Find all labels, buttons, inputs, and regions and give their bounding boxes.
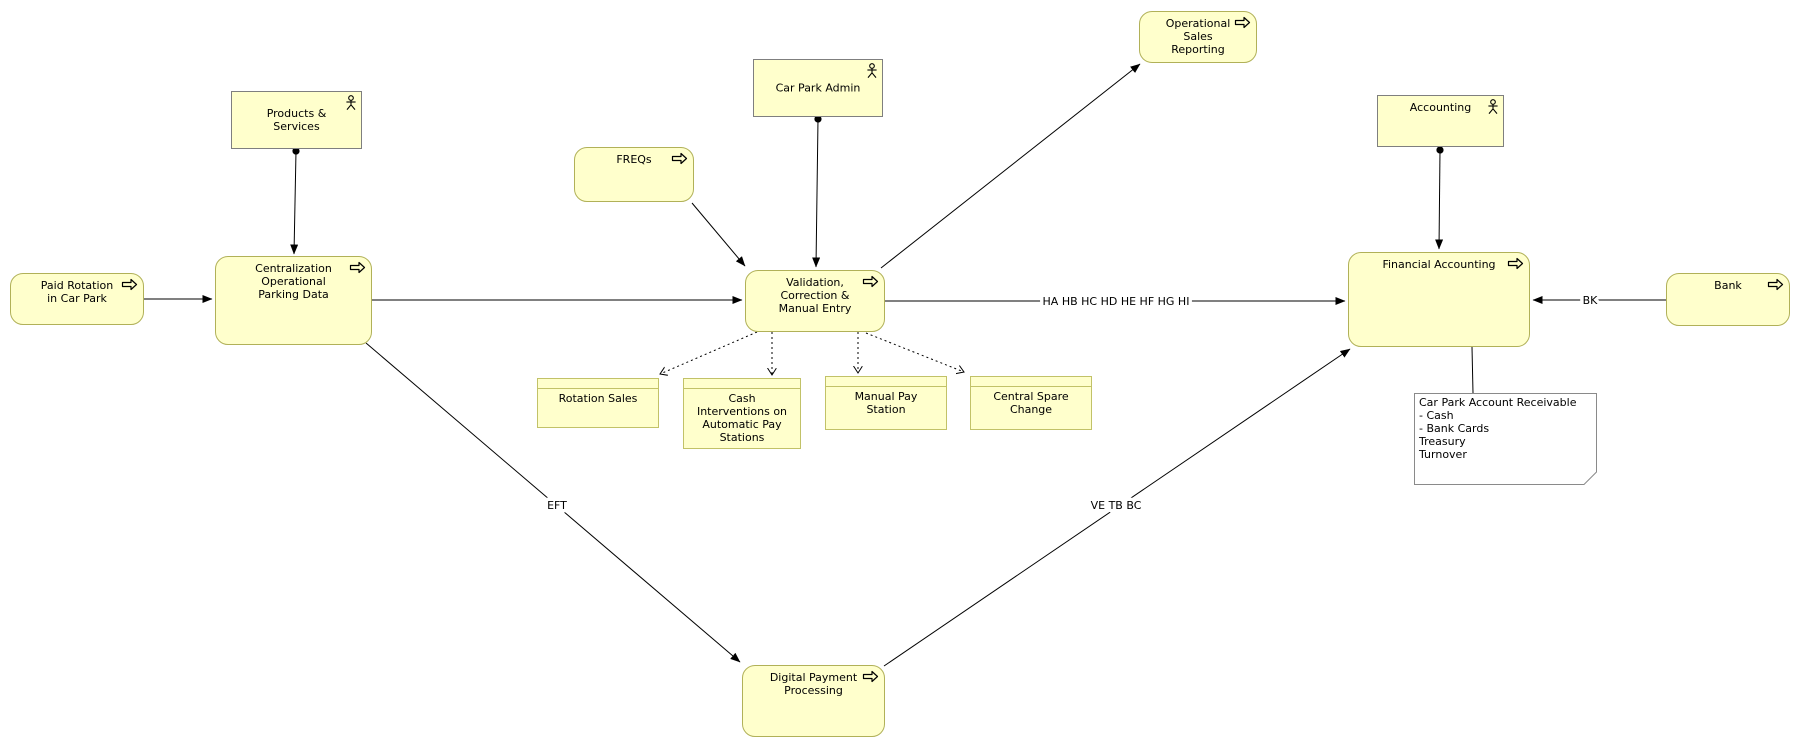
financial-accounting[interactable]: Financial Accounting [1348,252,1530,347]
edge-products-services-to-centralization [290,147,300,255]
node-label: Financial Accounting [1382,258,1496,271]
operational-sales-reporting[interactable]: Operational Sales Reporting [1139,11,1257,63]
node-label: Central Spare Change [993,390,1069,416]
rotation-sales[interactable]: Rotation Sales [537,378,659,428]
node-label: FREQs [616,153,652,166]
object-top-band [971,377,1091,387]
centralization-operational-parking-data[interactable]: Centralization Operational Parking Data [215,256,372,345]
object-top-band [538,379,658,389]
process-arrow-icon [1234,16,1251,32]
process-arrow-icon [1767,278,1784,294]
edge-freqs-to-validation [691,202,746,267]
node-label: Manual Pay Station [854,390,918,416]
node-label: Operational Sales Reporting [1165,17,1231,56]
process-arrow-icon [349,261,366,277]
process-arrow-icon [671,152,688,168]
edge-accounting-to-financial-accounting [1435,146,1444,250]
edge-label-centralization-to-digital-payment: EFT [547,499,567,512]
manual-pay-station[interactable]: Manual Pay Station [825,376,947,430]
edge-validation-to-rotation-sales [660,331,758,374]
bank[interactable]: Bank [1666,273,1790,326]
products-services[interactable]: Products & Services [231,91,362,149]
process-arrow-icon [862,275,879,291]
node-label: Validation, Correction & Manual Entry [778,276,852,315]
note-label: Car Park Account Receivable - Cash - Ban… [1419,396,1577,461]
node-label: Digital Payment Processing [769,671,858,697]
node-label: Products & Services [266,107,327,133]
node-label: Bank [1714,279,1742,292]
edge-validation-to-operational-sales-reporting [880,63,1141,269]
digital-payment-processing[interactable]: Digital Payment Processing [742,665,885,737]
edge-label-digital-payment-to-financial-accounting: VE TB BC [1091,499,1142,512]
edge-label-bank-to-financial-accounting: BK [1583,294,1599,307]
actor-icon [345,95,357,114]
paid-rotation-in-car-park[interactable]: Paid Rotation in Car Park [10,273,144,325]
note-outline [1414,393,1597,485]
edge-centralization-to-digital-payment [365,342,741,663]
actor-icon [1487,99,1499,118]
process-arrow-icon [862,670,879,686]
node-label: Car Park Admin [775,81,861,95]
node-label: Accounting [1409,101,1472,114]
process-arrow-icon [121,278,138,294]
edge-validation-to-central-spare-change [865,332,964,372]
freqs[interactable]: FREQs [574,147,694,202]
validation-correction-manual-entry[interactable]: Validation, Correction & Manual Entry [745,270,885,332]
node-label: Paid Rotation in Car Park [40,279,114,305]
accounting[interactable]: Accounting [1377,95,1504,147]
cash-interventions-on-automatic-pay-stations[interactable]: Cash Interventions on Automatic Pay Stat… [683,378,801,449]
car-park-admin[interactable]: Car Park Admin [753,59,883,117]
actor-icon [866,63,878,82]
car-park-account-receivable-note[interactable]: Car Park Account Receivable - Cash - Ban… [1414,393,1597,485]
process-arrow-icon [1507,257,1524,273]
edge-digital-payment-to-financial-accounting [883,348,1351,667]
object-top-band [684,379,800,389]
object-top-band [826,377,946,387]
edge-car-park-admin-to-validation [812,115,822,268]
edge-label-validation-to-financial-accounting: HA HB HC HD HE HF HG HI [1043,295,1190,308]
node-label: Centralization Operational Parking Data [255,262,332,301]
node-label: Cash Interventions on Automatic Pay Stat… [696,392,788,444]
central-spare-change[interactable]: Central Spare Change [970,376,1092,430]
edge-financial-accounting-to-note [1471,346,1474,394]
node-label: Rotation Sales [558,392,638,405]
